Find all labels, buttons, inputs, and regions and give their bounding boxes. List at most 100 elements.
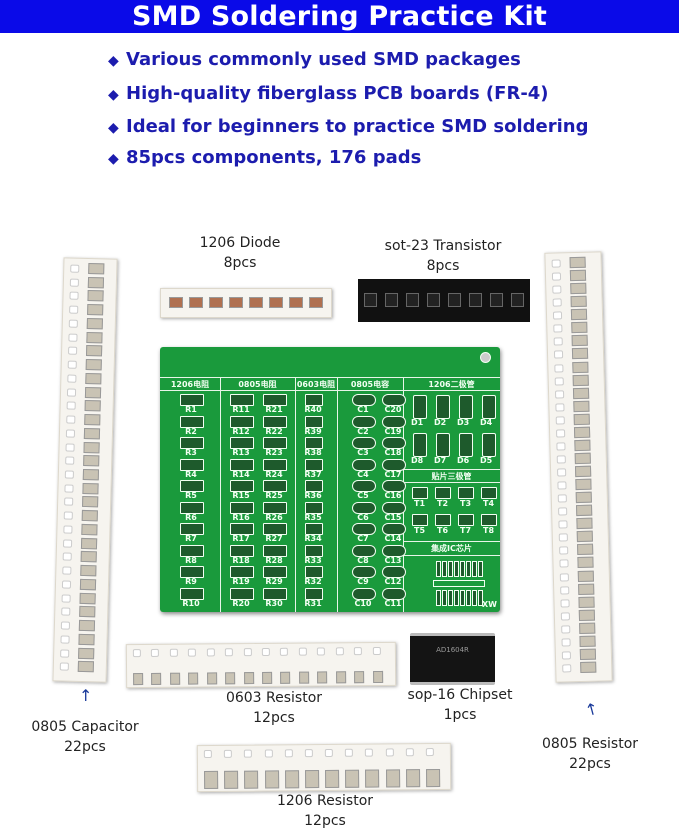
tape-hole xyxy=(556,429,566,438)
solder-pad xyxy=(180,566,204,578)
tape-hole xyxy=(69,278,80,287)
solder-pad xyxy=(305,415,323,428)
smd-component xyxy=(372,670,383,684)
pcb-line xyxy=(403,541,500,542)
designator-label: D8 xyxy=(411,456,424,465)
tape-hole xyxy=(344,748,354,757)
diode-component xyxy=(209,297,223,308)
solder-pad xyxy=(305,501,323,514)
smd-component xyxy=(345,769,360,788)
tape-hole xyxy=(188,648,197,657)
tape-hole xyxy=(66,388,77,397)
solder-pad xyxy=(305,480,323,492)
designator-label: R2 xyxy=(185,426,197,436)
designator-label: R1 xyxy=(185,405,197,414)
designator-label: R14 xyxy=(232,469,250,479)
feature-text: 85pcs components, 176 pads xyxy=(126,147,422,168)
smd-component xyxy=(573,413,590,425)
smd-component xyxy=(280,671,291,684)
smd-component xyxy=(82,496,99,508)
solder-pad xyxy=(352,415,376,428)
solder-pad xyxy=(352,523,376,535)
designator-label: R29 xyxy=(265,577,283,586)
designator-label: C19 xyxy=(384,426,402,436)
designator-label: C16 xyxy=(384,491,402,500)
designator-label: R40 xyxy=(304,405,322,414)
designator-label: T7 xyxy=(460,526,472,535)
tape-hole xyxy=(63,525,73,534)
title-banner: SMD Soldering Practice Kit xyxy=(0,0,679,33)
tape-hole xyxy=(365,748,374,757)
solder-pad xyxy=(180,480,204,492)
smd-component xyxy=(188,672,199,685)
pcb-section-label: 集成IC芯片 xyxy=(431,544,472,553)
solder-pad xyxy=(382,415,406,428)
diode-component xyxy=(229,297,243,308)
designator-label: C13 xyxy=(384,555,402,565)
pcb-section-label: 贴片三极管 xyxy=(431,472,472,481)
tape-hole xyxy=(324,748,333,757)
tape-hole xyxy=(244,749,253,758)
tape-hole xyxy=(280,647,289,656)
ic-pad xyxy=(454,590,459,606)
tape-hole xyxy=(372,646,381,656)
solder-pad xyxy=(180,544,204,557)
designator-label: R24 xyxy=(265,469,283,479)
designator-label: R12 xyxy=(232,426,250,436)
designator-label: D2 xyxy=(434,418,447,427)
tape-hole xyxy=(68,333,78,342)
diode-tape xyxy=(160,288,332,318)
designator-label: D5 xyxy=(480,456,493,465)
solder-pad xyxy=(412,487,428,499)
designator-label: D7 xyxy=(434,456,447,465)
designator-label: D6 xyxy=(457,456,470,465)
tape-hole xyxy=(67,374,77,383)
ic-pad xyxy=(454,561,459,577)
solder-pad xyxy=(382,566,406,578)
tape-hole xyxy=(62,539,73,548)
designator-label: R18 xyxy=(232,555,250,565)
tape-hole xyxy=(554,363,564,373)
designator-label: D3 xyxy=(457,418,470,427)
designator-label: C11 xyxy=(384,598,402,608)
smd-component xyxy=(83,441,100,453)
tape-hole xyxy=(557,481,567,490)
solder-pad xyxy=(382,394,406,406)
tape-hole xyxy=(353,647,363,656)
solder-pad xyxy=(263,523,287,535)
resistor-0603-tape xyxy=(125,641,397,689)
transistor-component xyxy=(406,293,419,307)
solder-pad xyxy=(230,544,254,557)
tape-hole xyxy=(65,443,75,452)
smd-component xyxy=(84,386,102,398)
designator-label: R35 xyxy=(304,512,322,522)
solder-pad xyxy=(481,487,497,499)
designator-label: T8 xyxy=(483,526,495,535)
solder-pad xyxy=(435,487,451,499)
ic-pad xyxy=(472,590,477,606)
designator-label: R4 xyxy=(185,469,197,479)
diode-component xyxy=(169,297,183,308)
designator-label: R11 xyxy=(232,405,250,414)
diamond-icon: ◆ xyxy=(108,53,119,69)
solder-pad xyxy=(352,587,376,600)
tape-hole xyxy=(69,305,79,314)
smd-component xyxy=(85,372,102,385)
tape-hole xyxy=(554,389,565,399)
solder-pad xyxy=(412,514,428,526)
smd-component xyxy=(571,348,589,360)
designator-label: R10 xyxy=(182,598,200,608)
designator-label: R37 xyxy=(304,469,322,479)
transistor-tape xyxy=(358,279,530,322)
solder-pad xyxy=(482,395,496,419)
solder-pad xyxy=(180,437,204,449)
tape-hole xyxy=(558,533,568,542)
solder-pad xyxy=(459,395,473,419)
tape-hole xyxy=(261,647,270,656)
smd-component xyxy=(87,304,104,316)
smd-component xyxy=(354,671,365,684)
smd-component xyxy=(82,468,100,481)
